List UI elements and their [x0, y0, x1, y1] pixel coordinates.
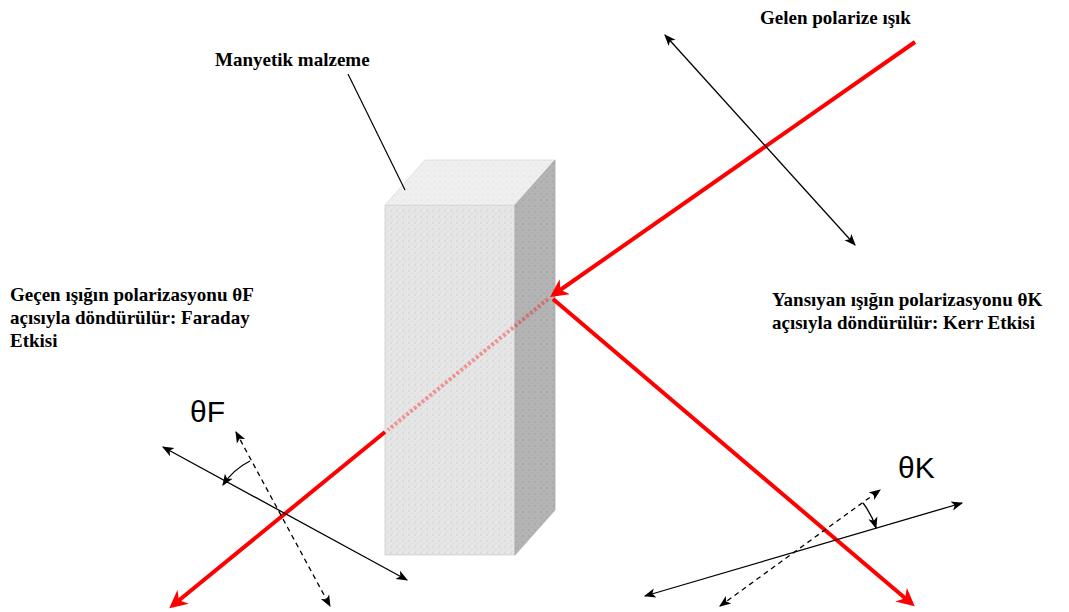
transmitted-beam	[172, 432, 385, 606]
material-label: Manyetik malzeme	[215, 48, 415, 71]
faraday-polarization	[163, 447, 407, 580]
magnetic-slab	[385, 160, 555, 555]
incident-beam	[553, 42, 915, 295]
leader-line	[348, 74, 405, 190]
kerr-polarization	[645, 503, 962, 596]
faraday-effect-label: Geçen ışığın polarizasyonu θF açısıyla d…	[10, 283, 278, 352]
faraday-angle-arc	[223, 461, 250, 485]
faraday-angle-label: θF	[190, 396, 240, 428]
reflected-beam	[553, 299, 912, 604]
kerr-angle-label: θK	[898, 452, 948, 484]
kerr-original-polarization	[720, 490, 880, 606]
faraday-original-polarization	[236, 432, 330, 606]
beam-inside	[388, 299, 548, 430]
kerr-effect-label: Yansıyan ışığın polarizasyonu θK açısıyl…	[772, 288, 1064, 334]
incident-polarization	[665, 35, 855, 245]
incident-light-label: Gelen polarize ışık	[760, 6, 1020, 29]
kerr-angle-arc	[863, 503, 876, 528]
